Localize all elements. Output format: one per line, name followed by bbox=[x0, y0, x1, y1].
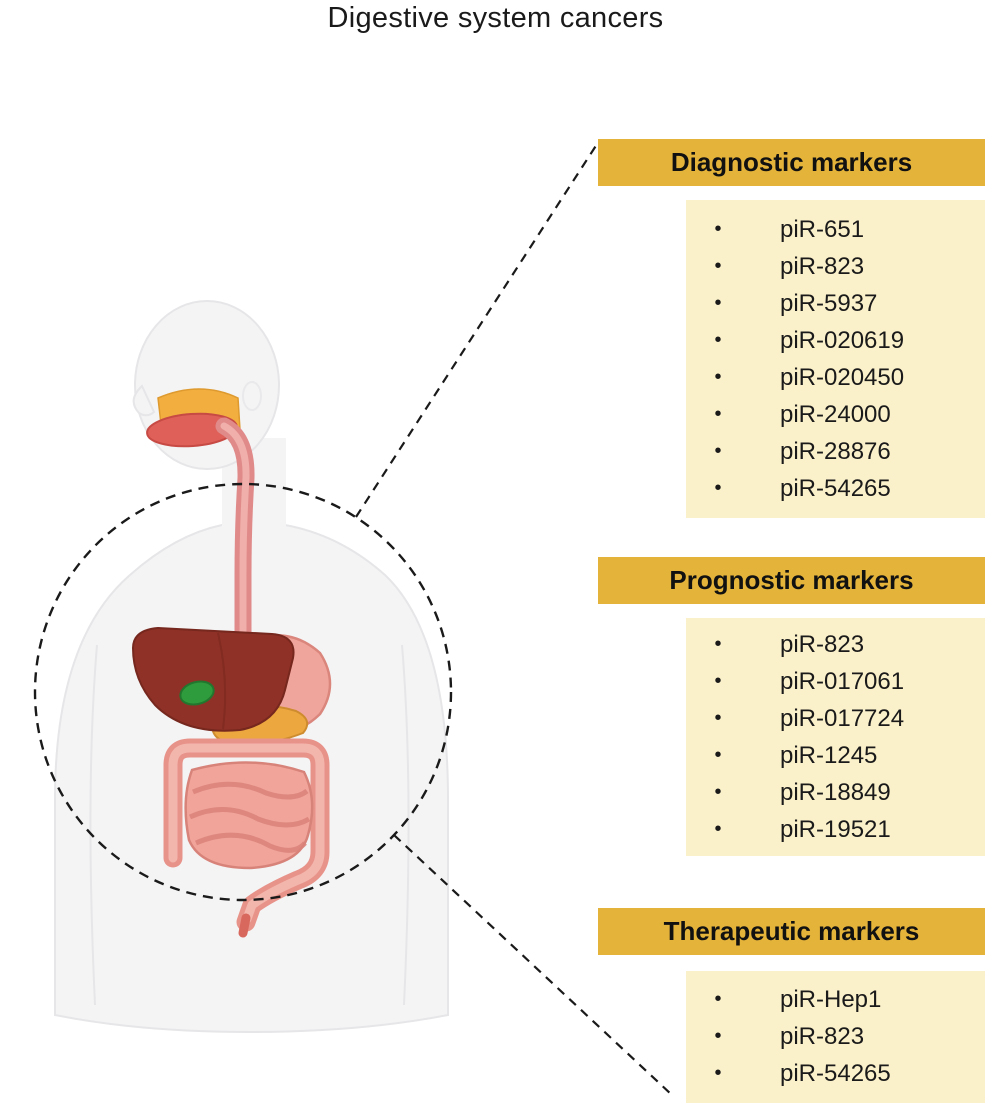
marker-label: piR-651 bbox=[780, 215, 865, 243]
bullet-icon: • bbox=[714, 218, 722, 240]
list-item: • piR-823 bbox=[686, 1018, 985, 1055]
bullet-icon: • bbox=[714, 670, 722, 692]
list-item: • piR-19521 bbox=[686, 811, 985, 848]
marker-label: piR-017724 bbox=[780, 704, 905, 732]
marker-label: piR-823 bbox=[780, 1022, 865, 1050]
bullet-icon: • bbox=[714, 366, 722, 388]
bullet-icon: • bbox=[714, 1062, 722, 1084]
bullet-icon: • bbox=[714, 744, 722, 766]
marker-label: piR-19521 bbox=[780, 815, 891, 843]
prognostic-markers-title: Prognostic markers bbox=[669, 565, 914, 595]
list-item: • piR-823 bbox=[686, 626, 985, 663]
bullet-icon: • bbox=[714, 255, 722, 277]
rectum-shape bbox=[238, 913, 251, 938]
diagnostic-markers-header: Diagnostic markers bbox=[598, 139, 985, 186]
list-item: • piR-017061 bbox=[686, 663, 985, 700]
highlight-dashed-circle bbox=[33, 482, 453, 902]
bullet-icon: • bbox=[714, 988, 722, 1010]
bullet-icon: • bbox=[714, 633, 722, 655]
marker-label: piR-017061 bbox=[780, 667, 905, 695]
figure-title: Digestive system cancers bbox=[327, 2, 664, 34]
left-arm-line bbox=[89, 644, 98, 1006]
marker-label: piR-28876 bbox=[780, 437, 891, 465]
marker-label: piR-1245 bbox=[780, 741, 878, 769]
gallbladder-illustration bbox=[179, 680, 215, 706]
bullet-icon: • bbox=[714, 1025, 722, 1047]
marker-label: piR-823 bbox=[780, 630, 865, 658]
esophagus-illustration bbox=[215, 417, 255, 669]
bullet-icon: • bbox=[714, 403, 722, 425]
bullet-icon: • bbox=[714, 707, 722, 729]
bullet-icon: • bbox=[714, 781, 722, 803]
liver-illustration bbox=[131, 626, 295, 732]
list-item: • piR-28876 bbox=[686, 433, 985, 470]
marker-label: piR-54265 bbox=[780, 474, 891, 502]
prognostic-markers-header: Prognostic markers bbox=[598, 557, 985, 604]
list-item: • piR-651 bbox=[686, 211, 985, 248]
list-item: • piR-020450 bbox=[686, 359, 985, 396]
list-item: • piR-24000 bbox=[686, 396, 985, 433]
therapeutic-markers-list: • piR-Hep1 • piR-823 • piR-54265 bbox=[686, 971, 985, 1103]
marker-label: piR-Hep1 bbox=[780, 985, 882, 1013]
marker-label: piR-24000 bbox=[780, 400, 891, 428]
marker-label: piR-823 bbox=[780, 252, 865, 280]
large-intestine-illustration bbox=[163, 738, 330, 938]
list-item: • piR-Hep1 bbox=[686, 981, 985, 1018]
ear-shape bbox=[242, 381, 262, 411]
bullet-icon: • bbox=[714, 818, 722, 840]
diagnostic-markers-list: •piR-651 •piR-823 •piR-5937 •piR-020619 … bbox=[686, 200, 985, 518]
list-item: • piR-017724 bbox=[686, 700, 985, 737]
bullet-icon: • bbox=[714, 329, 722, 351]
small-intestine-illustration bbox=[184, 761, 314, 870]
marker-label: piR-54265 bbox=[780, 1059, 891, 1087]
list-item: • piR-54265 bbox=[686, 470, 985, 507]
marker-label: piR-020450 bbox=[780, 363, 905, 391]
list-item: • piR-1245 bbox=[686, 737, 985, 774]
prognostic-markers-list: • piR-823 • piR-017061 • piR-017724 • piR-12… bbox=[686, 618, 985, 856]
marker-label: piR-020619 bbox=[780, 326, 905, 354]
list-item: • piR-5937 bbox=[686, 285, 985, 322]
connector-line-top bbox=[355, 140, 600, 518]
bullet-icon: • bbox=[714, 477, 722, 499]
bullet-icon: • bbox=[714, 292, 722, 314]
right-arm-line bbox=[401, 644, 410, 1006]
list-item: • piR-823 bbox=[686, 248, 985, 285]
bullet-icon: • bbox=[714, 440, 722, 462]
list-item: • piR-18849 bbox=[686, 774, 985, 811]
nose-shape bbox=[132, 384, 156, 417]
list-item: • piR-020619 bbox=[686, 322, 985, 359]
marker-label: piR-5937 bbox=[780, 289, 878, 317]
list-item: • piR-54265 bbox=[686, 1055, 985, 1092]
diagnostic-markers-title: Diagnostic markers bbox=[670, 147, 913, 177]
therapeutic-markers-title: Therapeutic markers bbox=[663, 916, 920, 946]
marker-label: piR-18849 bbox=[780, 778, 891, 806]
therapeutic-markers-header: Therapeutic markers bbox=[598, 908, 985, 955]
